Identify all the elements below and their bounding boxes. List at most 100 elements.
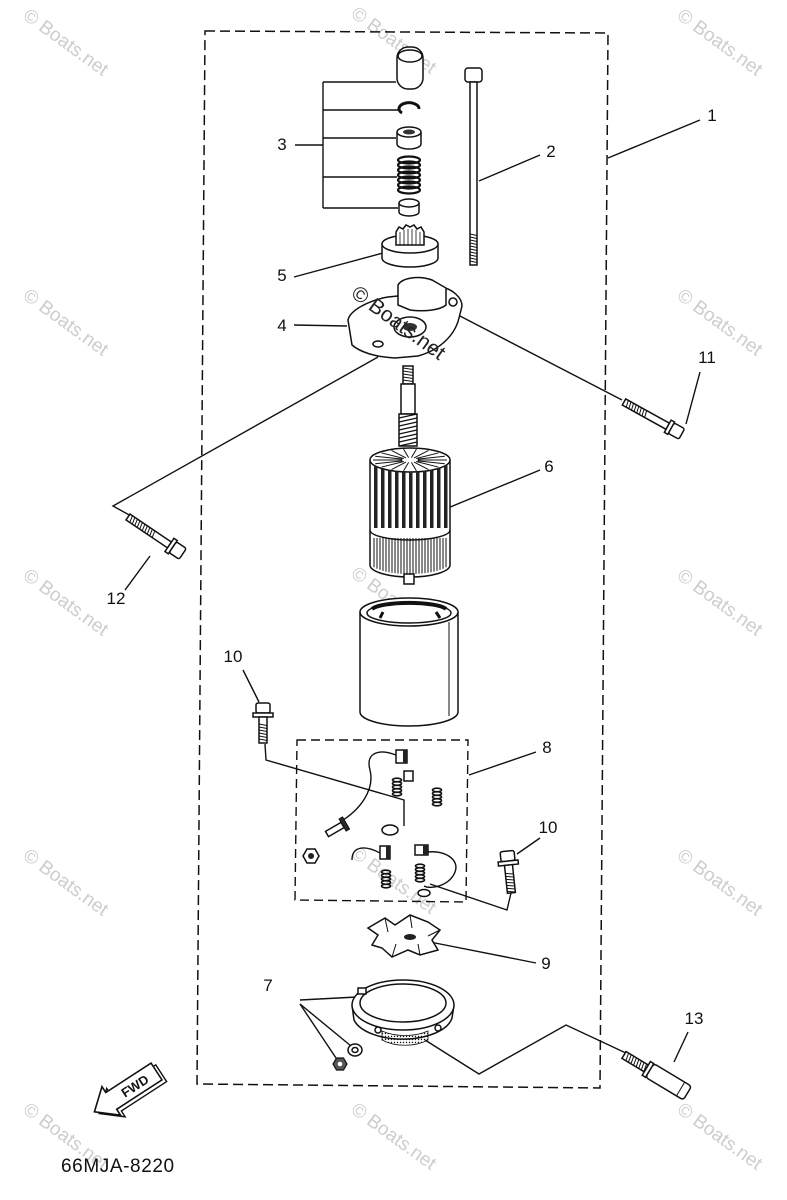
brush-spring-coil [431, 801, 443, 807]
bolt-thread [625, 400, 629, 408]
bolt-thread [151, 530, 156, 538]
bolt-head [255, 702, 271, 714]
screw-washer [338, 816, 351, 832]
stud-body [645, 1063, 692, 1100]
leader-line-11 [685, 371, 701, 425]
washer-hole [351, 1046, 359, 1054]
assembly-line-bolt-10-left [264, 743, 405, 826]
winding-end [375, 455, 403, 460]
bolt-thread [506, 884, 515, 887]
watermark: © Boats.net [673, 5, 766, 81]
bolt-thread [469, 251, 478, 254]
leader-line-7c [299, 1003, 337, 1059]
bolt-thread [258, 732, 268, 735]
bolt-head [668, 422, 685, 440]
bolt-thread [636, 406, 640, 414]
shaft-thread [402, 373, 414, 376]
leader-line-8 [468, 751, 537, 776]
spring-coil [396, 155, 422, 165]
leader-line-5 [293, 252, 384, 278]
leader-line-4 [293, 324, 348, 327]
bolt-thread [506, 881, 515, 884]
brush-spring-coil [414, 877, 426, 883]
callout-4: 4 [277, 316, 286, 335]
pinion-teeth [395, 224, 425, 246]
watermark: © Boats.net [673, 845, 766, 921]
winding-end [413, 450, 429, 459]
watermark: © Boats.net [19, 845, 112, 921]
leader-line-1 [607, 119, 701, 159]
callout-10-left: 10 [224, 647, 243, 666]
armature-winding [395, 471, 399, 528]
bolt-thread [258, 738, 268, 741]
bolt-thread [505, 875, 514, 878]
bolt-thread [469, 257, 478, 260]
part-11-bolt [621, 397, 685, 440]
bolt-thread [136, 520, 141, 528]
bolt-thread [134, 518, 138, 526]
winding-end [403, 448, 410, 458]
callout-3: 3 [277, 135, 286, 154]
part-9-brush-holder [366, 914, 442, 958]
bolt-thread [505, 872, 514, 875]
brush-plate-hole [417, 888, 431, 898]
rear-cover-notch [357, 987, 367, 995]
bolt-thread [469, 236, 478, 239]
watermark: © Boats.net [347, 1099, 440, 1175]
brush-holder-hole [404, 934, 416, 940]
part-2-through-bolt [464, 67, 483, 266]
callout-7: 7 [263, 976, 272, 995]
bolt-shaft [469, 81, 478, 266]
shaft-thread [402, 379, 414, 382]
leader-line-10-left [242, 669, 260, 703]
armature-shaft-end [403, 573, 415, 585]
part-1-yoke [359, 597, 459, 727]
bolt-thread [469, 233, 478, 236]
shaft-thread [402, 376, 414, 379]
bolt-head [169, 541, 187, 560]
spline-groove [398, 425, 418, 431]
armature-winding [437, 468, 441, 528]
bolt-thread [144, 525, 148, 533]
leader-line-9 [429, 941, 537, 964]
terminal-screw [324, 816, 351, 838]
brush-lead-wire-top [339, 751, 399, 823]
callout-10-right: 10 [539, 818, 558, 837]
collar-hole [403, 129, 415, 135]
winding-end [410, 462, 417, 472]
stud-thread [630, 1056, 635, 1065]
part-13-stud-bolt [620, 1050, 692, 1100]
watermark: © Boats.net [673, 565, 766, 641]
brush-lead-wire-right [423, 851, 457, 889]
armature-winding [381, 468, 385, 528]
bracket-housing [397, 276, 447, 312]
leader-line-6 [442, 469, 541, 511]
callout-11: 11 [698, 348, 716, 367]
rear-cover-hole-left [374, 1026, 382, 1034]
spline-groove [398, 429, 418, 435]
small-collar-top [398, 198, 420, 208]
yoke-side [359, 612, 459, 727]
rear-cover-hole-right [434, 1024, 442, 1032]
terminal-hole [381, 824, 399, 836]
stud-body-line [676, 1081, 686, 1097]
winding-end [416, 461, 439, 468]
armature-winding [444, 465, 448, 528]
part-3-stop-set [396, 46, 424, 217]
watermark: © Boats.net [673, 285, 766, 361]
assembly-line-bracket-to-bolt-12 [111, 356, 379, 517]
stopper-cap-top [397, 49, 423, 63]
bolt-thread [139, 522, 143, 530]
part-10-bolt-right [497, 849, 520, 895]
watermark: © Boats.net [347, 3, 440, 79]
bolt-thread [644, 410, 648, 418]
bolt-thread [631, 403, 635, 411]
leader-line-7b [299, 1003, 352, 1047]
pinion-tooth-lines [399, 229, 421, 245]
bolt-thread [469, 242, 478, 245]
winding-end [417, 455, 445, 460]
part-12-bolt [125, 513, 187, 560]
bolt-head [464, 67, 483, 83]
part-10-bolt-left [252, 702, 274, 744]
bolt-thread [129, 515, 133, 523]
